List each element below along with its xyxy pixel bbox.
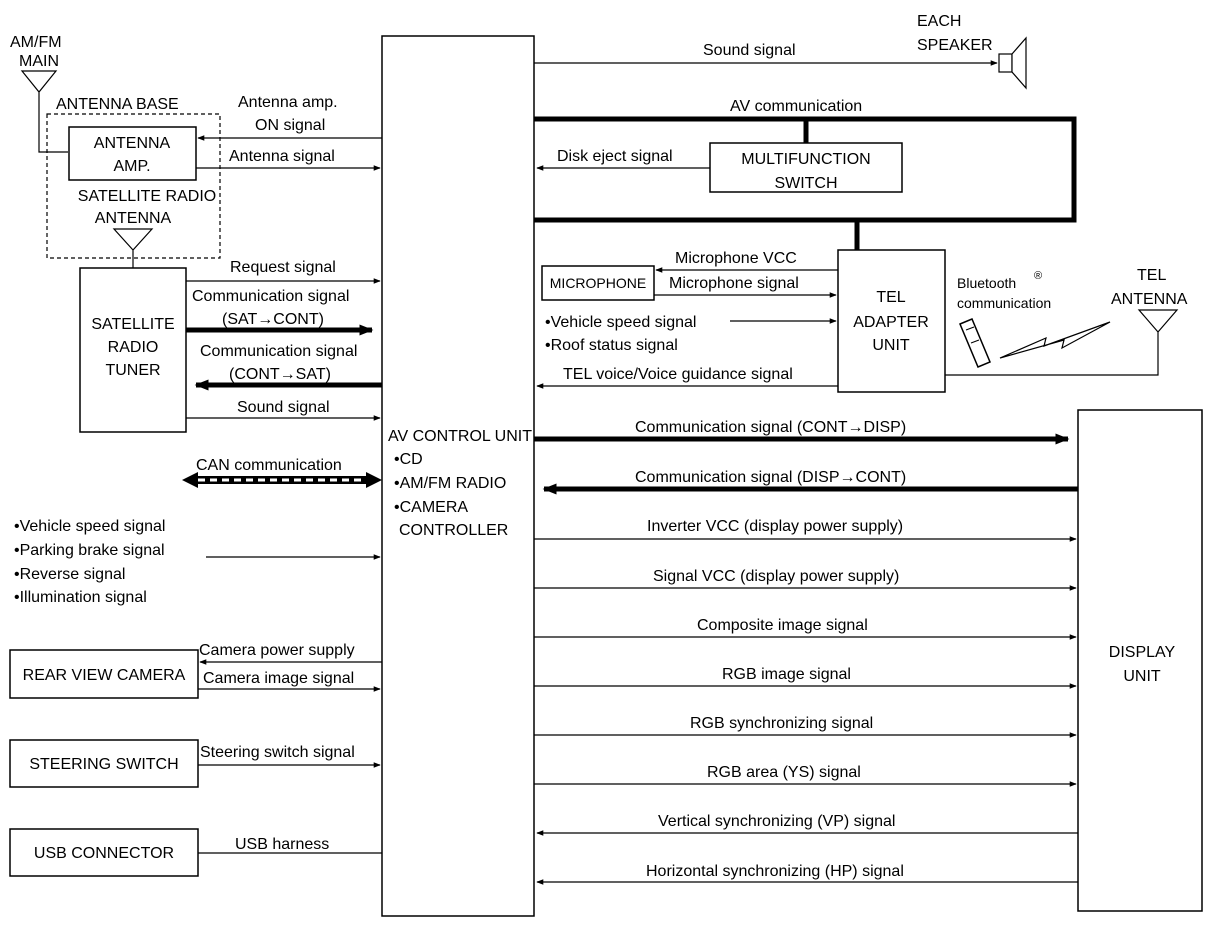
each-speaker-line1: EACH [917, 13, 961, 30]
inverter-vcc-label: Inverter VCC (display power supply) [647, 518, 903, 535]
antenna-amp-line1: ANTENNA [94, 135, 171, 152]
usb-harness-label: USB harness [235, 836, 329, 853]
rgb-sync-label: RGB synchronizing signal [690, 715, 873, 732]
antenna-base-box [46, 113, 221, 259]
steering-switch-label: STEERING SWITCH [29, 756, 178, 773]
horizontal-sync-label: Horizontal synchronizing (HP) signal [646, 863, 904, 880]
tel-antenna-line1: TEL [1137, 267, 1166, 284]
sat-tuner-line3: TUNER [105, 362, 160, 379]
composite-image-label: Composite image signal [697, 617, 868, 634]
tel-adapter-line1: TEL [876, 289, 905, 306]
tel-vehicle-speed-label: •Vehicle speed signal [545, 314, 696, 331]
each-speaker-line2: SPEAKER [917, 37, 993, 54]
bluetooth-registered-mark: ® [1034, 270, 1042, 282]
comm-sat-cont-line1: Communication signal [192, 288, 349, 305]
tel-adapter-unit-box [837, 249, 946, 393]
camera-image-label: Camera image signal [203, 670, 354, 687]
disk-eject-label: Disk eject signal [557, 148, 673, 165]
reverse-input: •Reverse signal [14, 566, 125, 583]
av-control-unit-box [381, 35, 535, 917]
microphone-box [541, 265, 655, 301]
tel-adapter-line3: UNIT [872, 337, 910, 354]
tel-antenna-icon [945, 309, 1179, 376]
av-control-unit-camera: •CAMERA [394, 499, 468, 516]
av-control-unit-cd: •CD [394, 451, 423, 468]
comm-cont-sat-line2: (CONT→SAT) [229, 366, 331, 383]
signal-vcc-label: Signal VCC (display power supply) [653, 568, 899, 585]
satellite-radio-antenna-line1: SATELLITE RADIO [78, 188, 216, 205]
display-unit-line2: UNIT [1123, 668, 1161, 685]
display-unit-line1: DISPLAY [1109, 644, 1176, 661]
tel-adapter-line2: ADAPTER [853, 314, 929, 331]
rgb-area-label: RGB area (YS) signal [707, 764, 861, 781]
steering-switch-signal-label: Steering switch signal [200, 744, 355, 761]
vertical-sync-label: Vertical synchronizing (VP) signal [658, 813, 895, 830]
bluetooth-label: Bluetooth [957, 275, 1016, 291]
antenna-signal-label: Antenna signal [229, 148, 335, 165]
display-unit-box [1077, 409, 1203, 912]
roof-status-label: •Roof status signal [545, 337, 678, 354]
parking-brake-input: •Parking brake signal [14, 542, 165, 559]
antenna-amp-box [68, 126, 197, 181]
antenna-amp-line2: AMP. [113, 158, 150, 175]
av-control-unit-radio: •AM/FM RADIO [394, 475, 506, 492]
comm-cont-sat-line1: Communication signal [200, 343, 357, 360]
rgb-image-label: RGB image signal [722, 666, 851, 683]
av-control-unit-title: AV CONTROL UNIT [388, 428, 532, 445]
main-label: MAIN [19, 53, 59, 70]
av-communication-label: AV communication [730, 98, 862, 115]
antenna-amp-on-line1: Antenna amp. [238, 94, 338, 111]
comm-sat-cont-line2: (SAT→CONT) [222, 311, 324, 328]
microphone-signal-label: Microphone signal [669, 275, 799, 292]
rear-view-camera-box [9, 649, 199, 699]
av-control-unit-controller: CONTROLLER [399, 522, 508, 539]
satellite-antenna-icon [112, 228, 154, 268]
camera-power-label: Camera power supply [199, 642, 355, 659]
antenna-amp-on-line2: ON signal [255, 117, 325, 134]
speaker-sound-label: Sound signal [703, 42, 796, 59]
wireless-signal-icon [999, 321, 1111, 359]
can-communication-label: CAN communication [196, 457, 342, 474]
multifunction-switch-line2: SWITCH [774, 175, 837, 192]
rear-view-camera-label: REAR VIEW CAMERA [23, 667, 186, 684]
satellite-radio-tuner-box [79, 267, 187, 433]
multifunction-switch-line1: MULTIFUNCTION [741, 151, 870, 168]
usb-connector-label: USB CONNECTOR [34, 845, 174, 862]
sat-sound-label: Sound signal [237, 399, 330, 416]
microphone-label: MICROPHONE [550, 275, 646, 291]
tel-antenna-line2: ANTENNA [1111, 291, 1188, 308]
antenna-base-label: ANTENNA BASE [56, 96, 179, 113]
comm-disp-cont-label: Communication signal (DISP→CONT) [635, 469, 906, 486]
tel-voice-label: TEL voice/Voice guidance signal [563, 366, 793, 383]
sat-tuner-line1: SATELLITE [91, 316, 174, 333]
speaker-icon [998, 36, 1027, 90]
sat-tuner-line2: RADIO [108, 339, 159, 356]
steering-switch-box [9, 739, 199, 788]
request-signal-label: Request signal [230, 259, 336, 276]
comm-cont-disp-label: Communication signal (CONT→DISP) [635, 419, 906, 436]
mobile-phone-icon [959, 318, 991, 368]
microphone-vcc-label: Microphone VCC [675, 250, 797, 267]
am-fm-main-antenna: AM/FM MAIN [10, 34, 68, 153]
can-communication-bus [182, 472, 382, 488]
satellite-radio-antenna-line2: ANTENNA [95, 210, 172, 227]
vehicle-speed-input: •Vehicle speed signal [14, 518, 165, 535]
illumination-input: •Illumination signal [14, 589, 147, 606]
am-fm-label: AM/FM [10, 34, 62, 51]
bluetooth-communication-label: communication [957, 295, 1051, 311]
